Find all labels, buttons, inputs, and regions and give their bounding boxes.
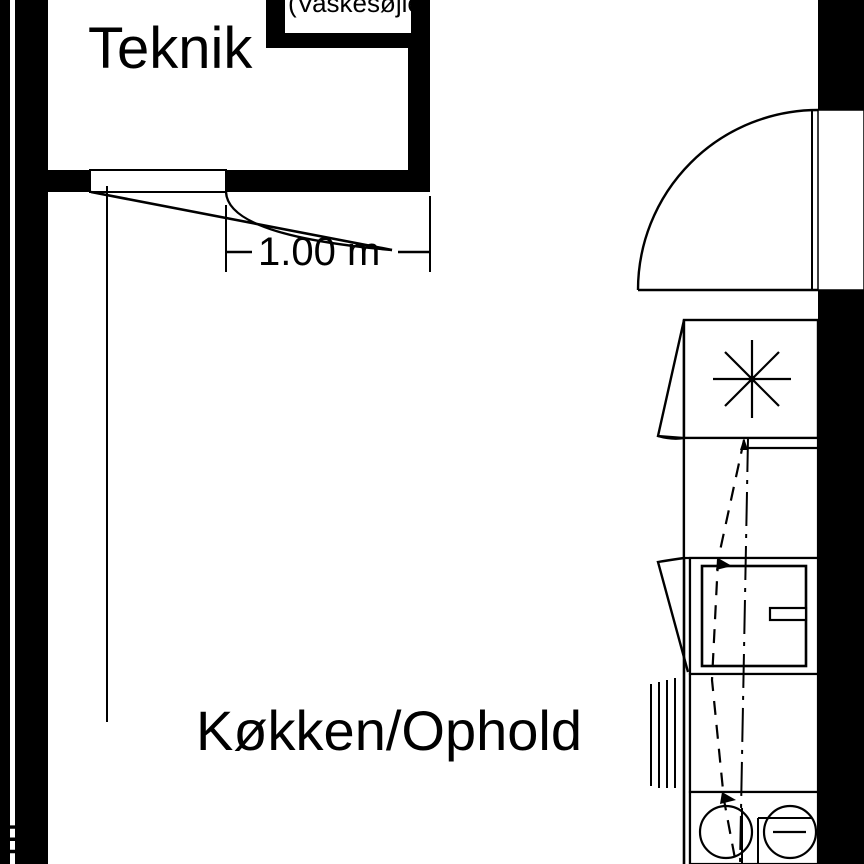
swing-arrow-mid	[716, 558, 732, 570]
room-label-kokken-ophold: Køkken/Ophold	[196, 699, 582, 762]
cooktop-door-leaf	[656, 319, 686, 440]
sink-outline-right	[757, 817, 812, 864]
dimension-label-horizontal: 1.00 m	[258, 230, 381, 274]
wall-teknik-bottom-left-stub	[48, 170, 90, 192]
oven-door-leaf	[656, 556, 690, 673]
wall-right-lower	[818, 290, 864, 864]
dimension-lines-group	[106, 186, 431, 722]
star-burner-center	[748, 375, 756, 383]
centerline-group	[710, 437, 749, 864]
worktop-segment-upper	[682, 436, 820, 560]
door-opening-teknik	[90, 170, 226, 192]
door-reveal-right-wall	[817, 109, 864, 291]
annotation-label-vaskesojle: (Vaskesøjle)	[288, 0, 431, 18]
oven-unit	[656, 556, 820, 676]
vaskesojle-inner-box	[283, 0, 413, 35]
worktop-upper-body	[682, 436, 820, 560]
swing-arrow-low	[720, 792, 736, 804]
wall-left-exterior	[0, 0, 48, 864]
door-opening-teknik-outline	[89, 169, 227, 193]
oven-handle	[768, 606, 808, 622]
drawer-unit	[650, 672, 820, 794]
drawer-lines-icon	[650, 678, 676, 788]
door-swings-group	[90, 108, 819, 292]
drawer-cabinet-body	[688, 672, 820, 794]
cooktop-unit	[656, 318, 820, 440]
dimension-label-vertical: 5.20 m	[0, 745, 24, 864]
sink-unit	[688, 790, 820, 864]
room-label-teknik: Teknik	[88, 16, 253, 81]
door-swing-entry	[636, 108, 819, 292]
door-swing-teknik	[90, 190, 393, 252]
kitchen-cabinet-run	[650, 318, 820, 864]
sink-basin-left	[698, 804, 754, 860]
dimension-horizontal-1m	[225, 196, 431, 272]
centerline-dashdot	[739, 437, 749, 864]
wall-teknik-bottom-right-run	[226, 170, 430, 192]
swing-indicator-dashed	[710, 439, 746, 864]
wall-right-upper	[818, 0, 864, 110]
wall-left-cavity-gap	[10, 0, 15, 864]
